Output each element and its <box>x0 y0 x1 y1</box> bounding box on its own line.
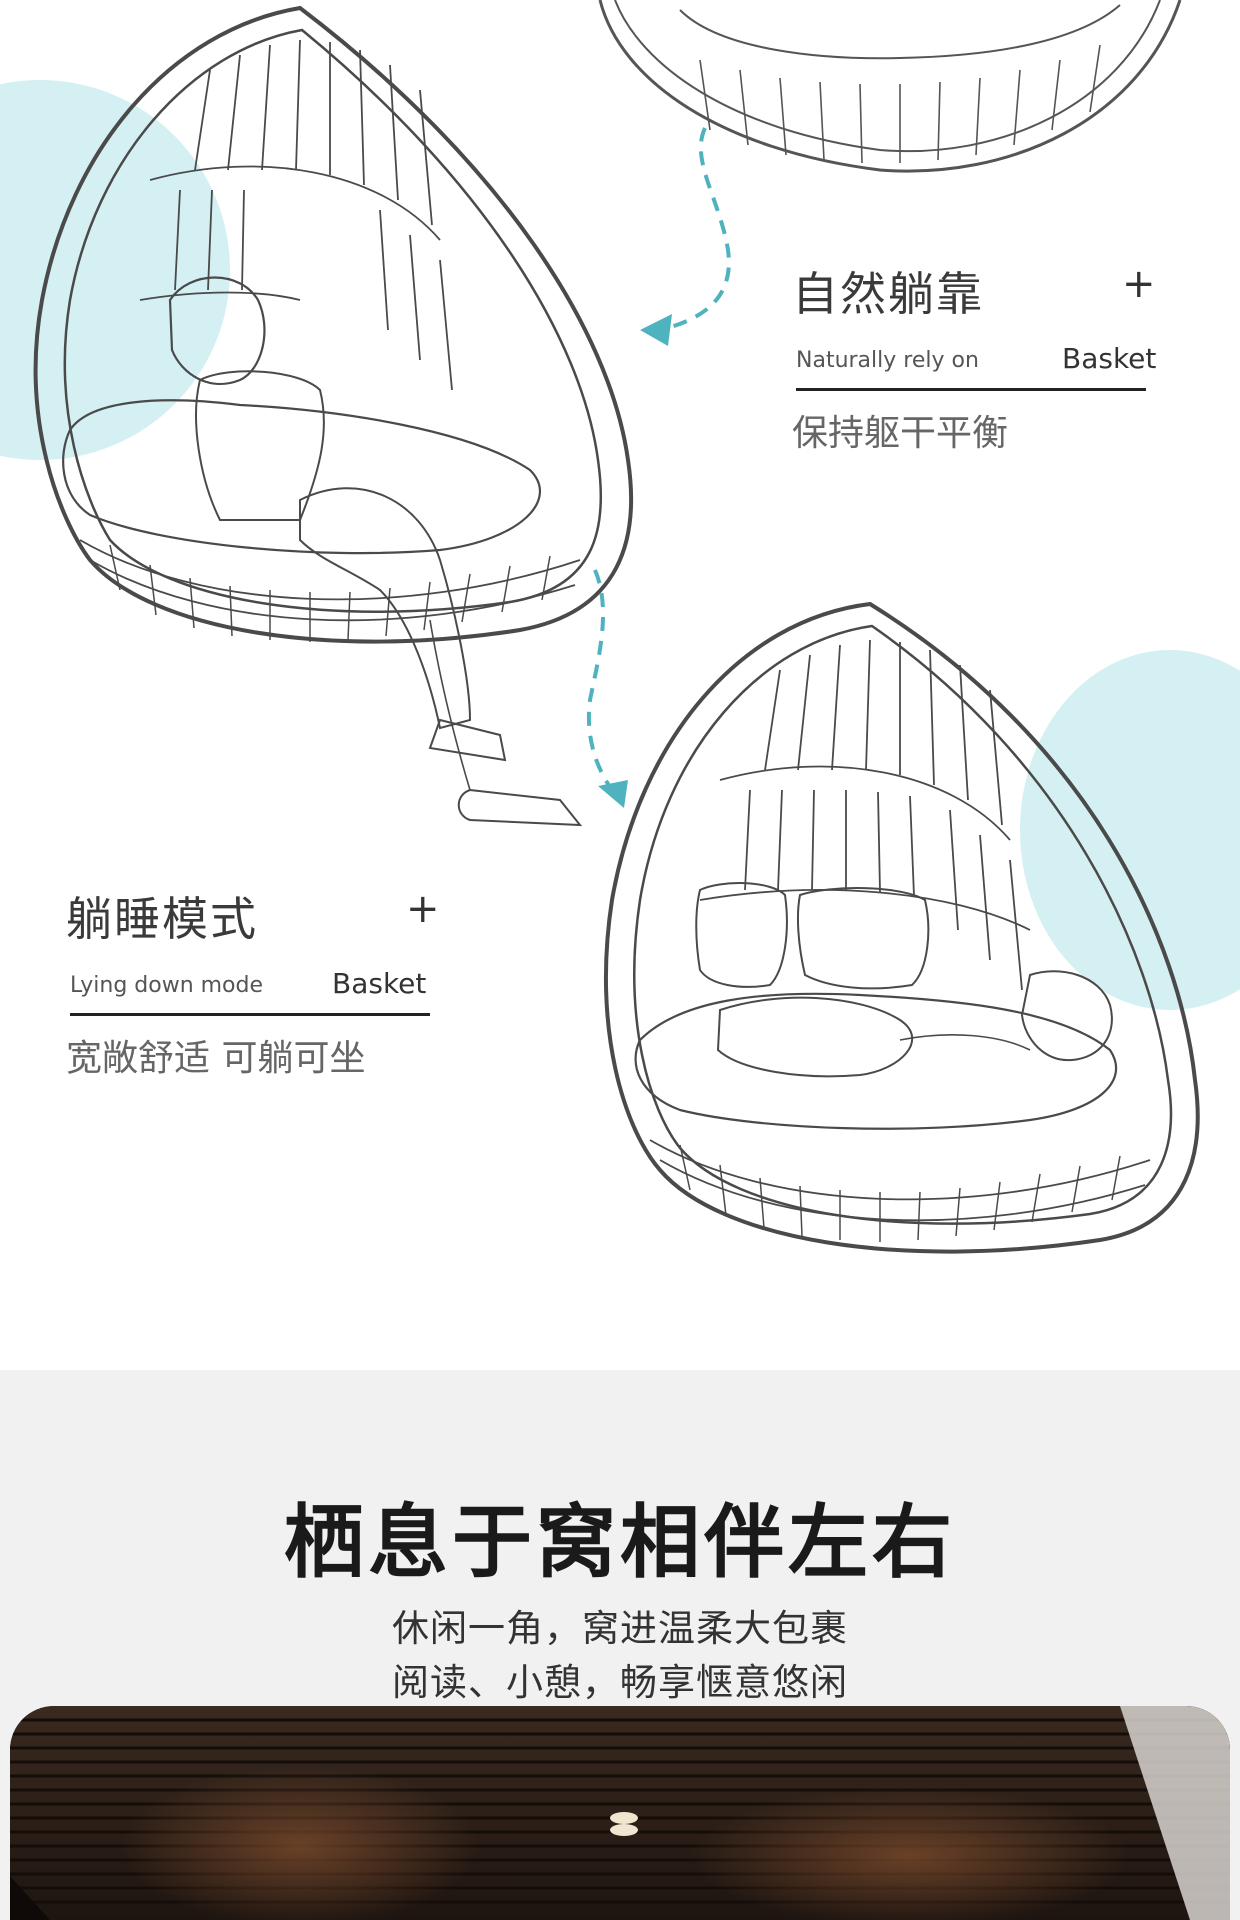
feature-description: 保持躯干平衡 <box>792 413 1009 454</box>
plus-icon: + <box>1122 261 1156 307</box>
interior-photo <box>10 1706 1230 1920</box>
feature-subtitle-en: Naturally rely on <box>796 348 979 373</box>
feature-lying-mode: 躺睡模式 + Lying down mode Basket 宽敞舒适 可躺可坐 <box>66 883 446 1083</box>
arrow-head-2 <box>598 780 628 808</box>
section-subtitle-line-2: 阅读、小憩，畅享惬意悠闲 <box>392 1661 848 1704</box>
section-headline: 栖息于窝相伴左右 <box>284 1496 956 1589</box>
teal-blob-right <box>1020 650 1240 1010</box>
feature-description: 宽敞舒适 可躺可坐 <box>66 1038 366 1079</box>
feature-natural-recline: 自然躺靠 + Naturally rely on Basket 保持躯干平衡 <box>792 258 1156 458</box>
illustration-section: 自然躺靠 + Naturally rely on Basket 保持躯干平衡 躺… <box>0 0 1240 1254</box>
divider <box>796 388 1146 391</box>
ceiling-light <box>610 1812 638 1836</box>
feature-title: 躺睡模式 <box>66 892 258 946</box>
hanging-chair-illustration <box>0 0 1240 1254</box>
section-subtitle-line-1: 休闲一角，窝进温柔大包裹 <box>392 1607 848 1650</box>
feature-tag: Basket <box>1062 342 1157 375</box>
flow-arrow-2 <box>587 569 614 792</box>
wall-corner <box>1120 1706 1230 1920</box>
feature-subtitle-en: Lying down mode <box>70 973 264 998</box>
wood-ceiling-image <box>10 1706 1230 1920</box>
divider <box>70 1013 430 1016</box>
chair-lying <box>603 601 1200 1254</box>
flow-arrow-1 <box>659 127 731 332</box>
chair-top-partial <box>598 0 1182 173</box>
feature-tag: Basket <box>332 967 427 1000</box>
feature-title: 自然躺靠 <box>792 267 984 321</box>
plus-icon: + <box>406 886 440 932</box>
arrow-head-1 <box>640 314 672 346</box>
chair-sitting <box>33 5 634 827</box>
promo-section: 栖息于窝相伴左右 休闲一角，窝进温柔大包裹 阅读、小憩，畅享惬意悠闲 <box>0 1370 1240 1920</box>
